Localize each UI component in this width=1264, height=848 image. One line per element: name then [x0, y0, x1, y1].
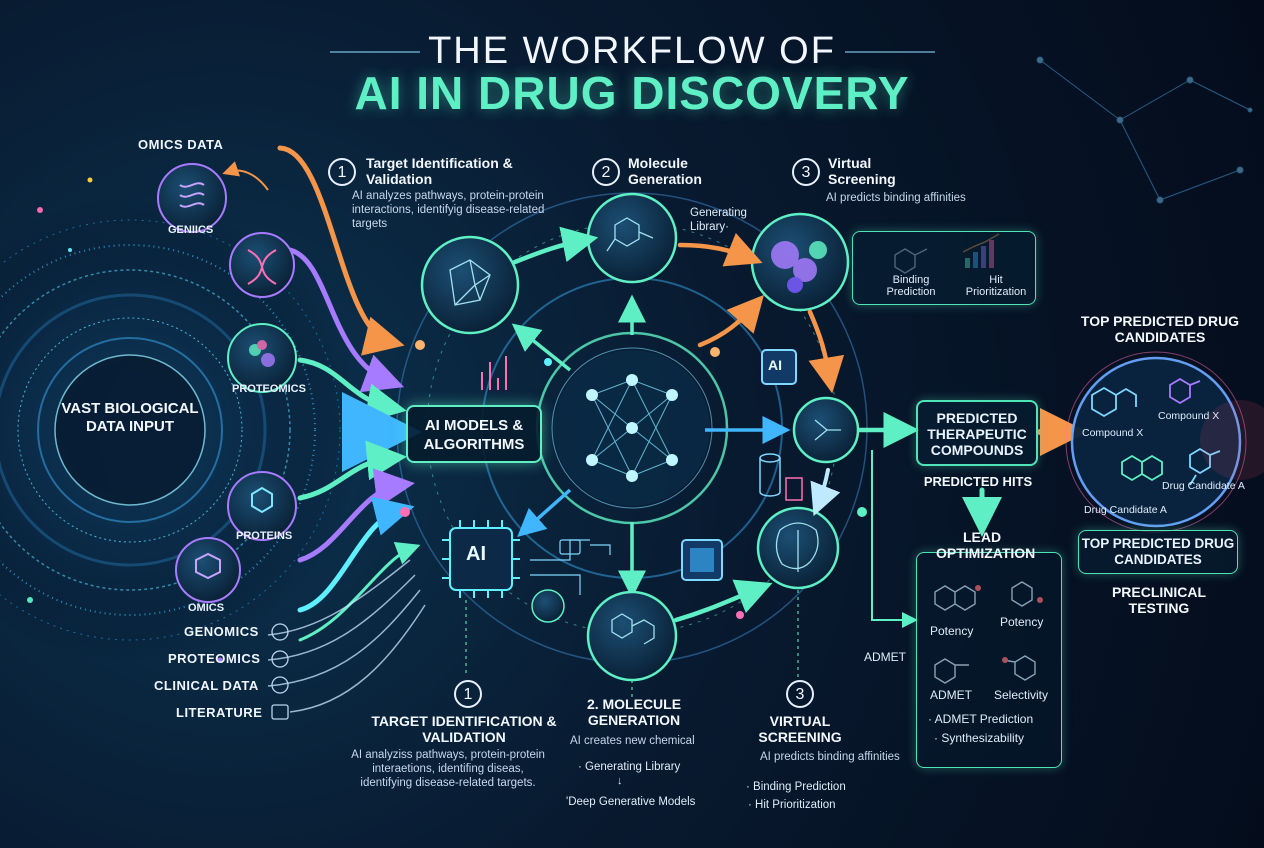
ai-models-box: AI MODELS & ALGORITHMS	[406, 405, 542, 463]
bottom-step-3-bullet: · Hit Prioritization	[748, 799, 836, 811]
candidates-circle	[1065, 351, 1264, 533]
title-line-2: AI IN DRUG DISCOVERY	[354, 67, 910, 119]
candidate-label: Compound X	[1158, 410, 1220, 422]
lead-bullet: · ADMET Prediction	[928, 712, 1034, 726]
candidate-label: Drug Candidate A	[1084, 504, 1167, 516]
lead-bullet: · Synthesizability	[934, 731, 1025, 745]
bottom-step-3-title: VIRTUAL SCREENING	[758, 713, 842, 745]
source-omics-data: OMICS DATA	[138, 137, 224, 152]
step-2-number: 2	[592, 158, 620, 186]
candidates-box-label: TOP PREDICTED DRUG CANDIDATES	[1081, 536, 1235, 567]
candidate-label: Compound X	[1082, 427, 1144, 439]
lead-molecule-label: Selectivity	[994, 688, 1049, 702]
candidates-title: TOP PREDICTED DRUG CANDIDATES	[1080, 313, 1240, 345]
hit-prioritization-label: Hit Prioritization	[965, 274, 1027, 298]
bottom-step-1-description: AI analyziss pathways, protein-protein i…	[351, 749, 545, 789]
bottom-step-1-number: 1	[454, 680, 482, 708]
predicted-hits-label: PREDICTED HITS	[923, 474, 1033, 489]
data-vortex	[0, 177, 360, 663]
down-arrow-icon: ↓	[617, 775, 623, 787]
predicted-compounds-label: PREDICTED THERAPEUTIC COMPOUNDS	[927, 410, 1027, 458]
binding-prediction-label: Binding Prediction	[886, 274, 936, 298]
candidate-label: Drug Candidate A	[1162, 480, 1245, 492]
chip-graphics	[442, 349, 803, 598]
screening-panel	[852, 231, 1036, 305]
step-3-title: Virtual Screening	[828, 155, 896, 187]
step-1-description: AI analyzes pathways, protein-protein in…	[352, 190, 545, 230]
source-node-label: OMICS	[188, 602, 225, 614]
process-nodes	[420, 192, 860, 682]
bottom-step-3-bullet: · Binding Prediction	[746, 781, 846, 793]
bottom-step-1-title: TARGET IDENTIFICATION & VALIDATION	[371, 713, 557, 745]
lead-molecule-label: ADMET	[930, 688, 972, 702]
step-3-number: 3	[792, 158, 820, 186]
lead-optimization-title: LEAD OPTIMIZATION	[936, 529, 1036, 561]
data-input-label: VAST BIOLOGICAL DATA INPUT	[61, 400, 199, 435]
bottom-step-2-bullet: · Generating Library	[578, 761, 681, 773]
source-list-item: CLINICAL DATA	[154, 678, 259, 693]
source-node-label: GENIICS	[168, 224, 214, 236]
admet-side-label: ADMET	[864, 650, 906, 664]
bottom-step-3-description: AI predicts binding affinities	[760, 751, 900, 763]
source-node-label: PROTEINS	[236, 530, 293, 542]
source-list-item: GENOMICS	[184, 624, 259, 639]
step-2-subtitle: Generating Library·	[690, 207, 747, 233]
candidates-box: TOP PREDICTED DRUG CANDIDATES	[1078, 530, 1238, 574]
title-line-1: THE WORKFLOW OF	[428, 30, 836, 72]
bottom-step-2-description: AI creates new chemical	[570, 735, 695, 747]
bottom-step-2-bullet: 'Deep Generative Models	[566, 796, 696, 808]
ai-chip-icon: AI	[466, 543, 486, 565]
predicted-compounds-box: PREDICTED THERAPEUTIC COMPOUNDS	[916, 400, 1038, 466]
bottom-step-3-number: 3	[786, 680, 814, 708]
lead-optimization-panel	[916, 552, 1062, 768]
preclinical-testing-label: PRECLINICAL TESTING	[1111, 584, 1207, 616]
lead-molecule-label: Potency	[930, 624, 974, 638]
source-list-item: LITERATURE	[176, 705, 263, 720]
step-1-number: 1	[328, 158, 356, 186]
source-node-label: PROTEOMICS	[232, 383, 306, 395]
source-list-item: PROTEOMICS	[168, 651, 261, 666]
ai-chip-icon: AI	[768, 357, 782, 373]
step-2-title: Molecule Generation	[628, 155, 702, 187]
lead-molecule-label: Potency	[1000, 615, 1044, 629]
step-1-title: Target Identification & Validation	[366, 155, 513, 187]
step-3-description: AI predicts binding affinities	[826, 192, 966, 204]
bottom-step-2-title: 2. MOLECULE GENERATION	[586, 696, 682, 728]
